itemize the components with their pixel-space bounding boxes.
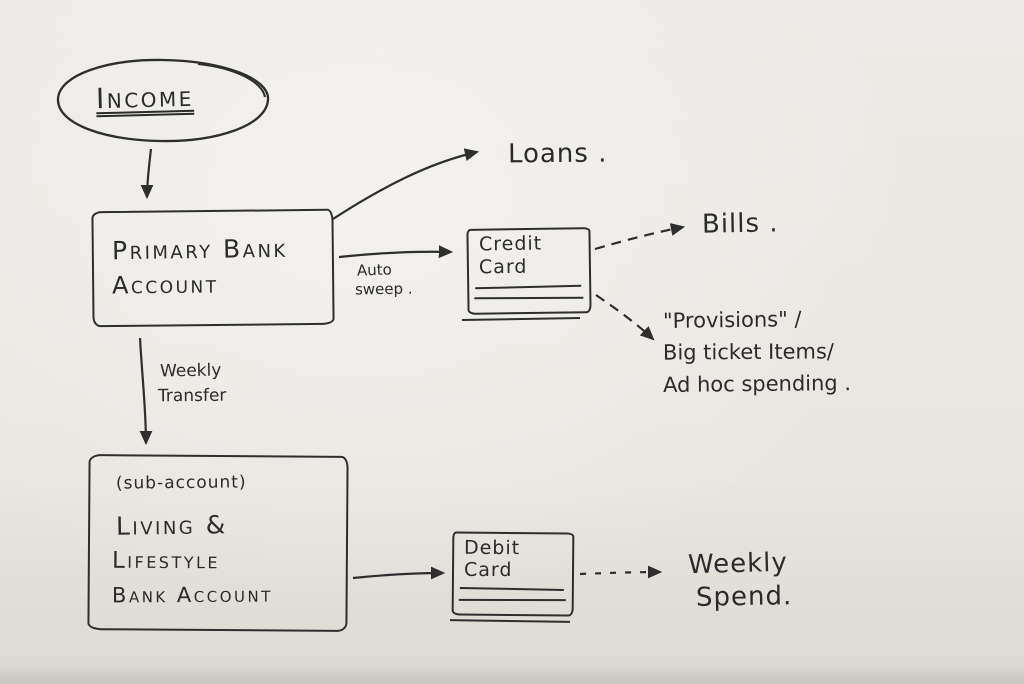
primary-bank-account-box — [91, 208, 335, 328]
weekly-transfer-label-line2: Transfer — [157, 385, 227, 407]
sub-account-label-line2: Lifestyle — [111, 547, 221, 575]
arrow-income-to-primary — [140, 148, 154, 200]
credit-card-underline — [461, 316, 581, 322]
credit-card-line-2 — [474, 296, 584, 300]
auto-sweep-label-line2: sweep . — [354, 279, 413, 299]
credit-card-line-1 — [475, 284, 582, 290]
weekly-spend-label-line2: Spend. — [695, 581, 793, 613]
credit-card-label-line2: Card — [478, 255, 528, 279]
debit-card-label-line1: Debit — [463, 536, 521, 560]
debit-card-label-line2: Card — [463, 558, 513, 582]
debit-card-line-2 — [458, 598, 566, 602]
provisions-label-line2: Big ticket Items/ — [662, 339, 835, 365]
credit-card-label-line1: Credit — [478, 232, 543, 256]
sub-account-label-line1: Living & — [115, 510, 228, 541]
weekly-spend-label-line1: Weekly — [687, 547, 789, 581]
loans-label: Loans . — [507, 138, 608, 170]
auto-sweep-label-line1: Auto — [356, 260, 393, 280]
arrow-primary-to-sub — [138, 337, 153, 446]
arrow-debit-to-weekly-spend — [579, 565, 663, 579]
income-node-label: Income — [95, 79, 195, 116]
arrow-sub-to-debit — [352, 566, 446, 580]
sub-account-note: (sub-account) — [115, 472, 247, 494]
arrow-credit-to-bills — [594, 223, 686, 251]
provisions-label-line1: "Provisions" / — [662, 307, 802, 333]
primary-account-label-line2: Account — [111, 270, 219, 300]
bills-label: Bills . — [701, 208, 779, 240]
arrow-credit-to-provisions — [595, 294, 655, 341]
arrow-primary-to-credit — [338, 245, 454, 259]
primary-account-label-line1: Primary Bank — [111, 233, 288, 266]
sub-account-label-line3: Bank Account — [111, 582, 273, 608]
debit-card-underline — [449, 619, 571, 623]
debit-card-line-1 — [459, 586, 564, 591]
income-oval-overdraw — [197, 63, 266, 98]
arrow-primary-to-loans — [332, 148, 480, 220]
provisions-label-line3: Ad hoc spending . — [662, 371, 852, 397]
weekly-transfer-label-line1: Weekly — [159, 360, 222, 382]
